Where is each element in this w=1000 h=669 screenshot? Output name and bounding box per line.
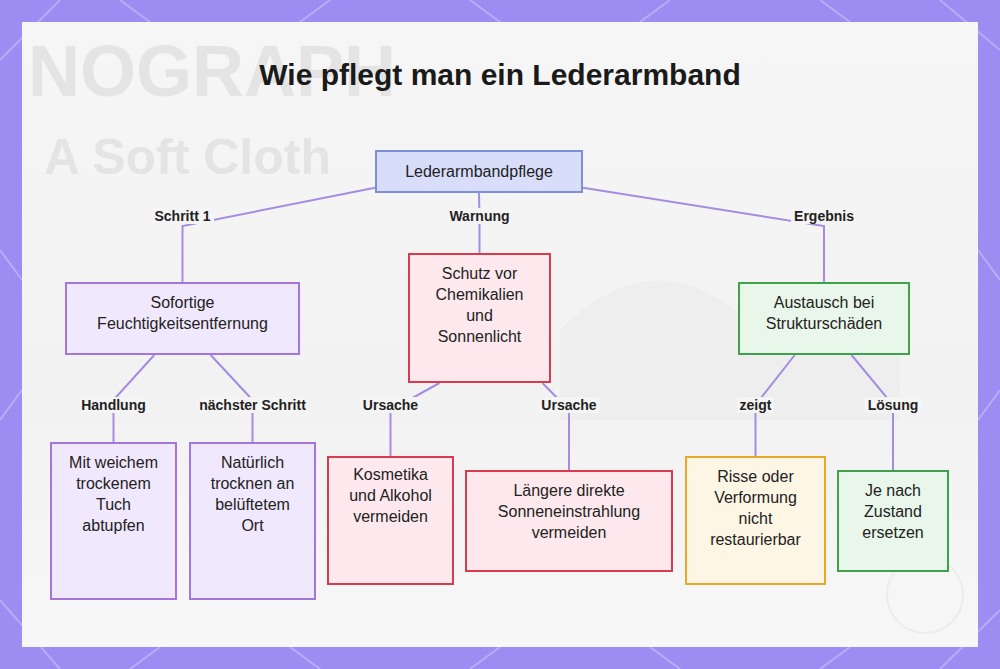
process-box: Sofortige Feuchtigkeitsentfernung xyxy=(65,282,300,355)
edge-label: nächster Schritt xyxy=(196,397,309,413)
node-text: Je nach Zustand ersetzen xyxy=(853,480,933,543)
edge-label: Ursache xyxy=(360,397,421,413)
node-text: Mit weichem trockenem Tuch abtupfen xyxy=(69,452,159,536)
connector-line xyxy=(183,188,376,282)
node-text: Sofortige Feuchtigkeitsentfernung xyxy=(75,292,290,334)
connector-line xyxy=(391,383,440,456)
process-box: Mit weichem trockenem Tuch abtupfen xyxy=(50,442,177,600)
node-text: Risse oder Verformung nicht restaurierba… xyxy=(701,466,811,550)
connector-line xyxy=(583,188,824,282)
node-text: Längere direkte Sonneneinstrahlung verme… xyxy=(489,480,649,543)
process-box: Natürlich trocknen an belüftetem Ort xyxy=(189,442,316,600)
edge-label: Lösung xyxy=(865,397,922,413)
edge-label: Ergebnis xyxy=(791,208,857,224)
node-text: Lederarmbandpflege xyxy=(405,161,553,182)
watermark-text: A Soft Cloth xyxy=(44,128,331,186)
node-text: Austausch bei Strukturschäden xyxy=(749,292,899,334)
diagram-title: Wie pflegt man ein Lederarmband xyxy=(0,58,1000,92)
process-box: Austausch bei Strukturschäden xyxy=(738,282,910,355)
process-box: Kosmetika und Alkohol vermeiden xyxy=(327,456,454,585)
edge-label: zeigt xyxy=(737,397,775,413)
process-box: Risse oder Verformung nicht restaurierba… xyxy=(685,456,826,585)
edge-label: Handlung xyxy=(78,397,149,413)
process-box: Lederarmbandpflege xyxy=(375,150,583,193)
edge-label: Schritt 1 xyxy=(151,208,213,224)
node-text: Natürlich trocknen an belüftetem Ort xyxy=(210,452,295,536)
process-box: Je nach Zustand ersetzen xyxy=(837,470,949,572)
edge-label: Ursache xyxy=(538,397,599,413)
node-text: Kosmetika und Alkohol vermeiden xyxy=(346,464,436,527)
node-text: Schutz vor Chemikalien und Sonnenlicht xyxy=(425,263,535,347)
process-box: Längere direkte Sonneneinstrahlung verme… xyxy=(465,470,673,572)
process-box: Schutz vor Chemikalien und Sonnenlicht xyxy=(408,253,551,383)
edge-label: Warnung xyxy=(446,208,512,224)
